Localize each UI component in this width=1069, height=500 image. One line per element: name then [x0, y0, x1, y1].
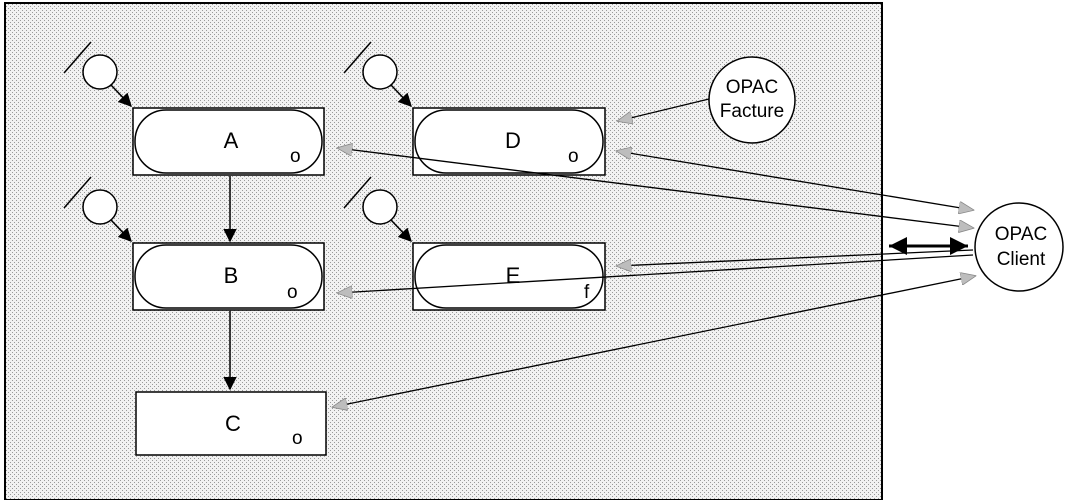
boundary-interface-arrow	[889, 237, 968, 255]
node-b-label: B	[224, 263, 239, 288]
message-facture-to-d	[618, 98, 710, 121]
node-a-label: A	[224, 128, 239, 153]
message-c-to-client	[333, 276, 975, 407]
message-e-to-client	[617, 249, 974, 266]
node-e[interactable]: E f	[412, 242, 606, 311]
start-indicator-a	[63, 41, 132, 107]
opac-facture-line1: OPAC	[726, 77, 778, 98]
node-a-marker: o	[290, 146, 301, 167]
node-e-label: E	[506, 263, 521, 288]
opac-facture-actor[interactable]: OPAC Facture	[708, 56, 796, 144]
node-d[interactable]: D o	[412, 107, 606, 176]
opac-client-line1: OPAC	[995, 224, 1047, 245]
start-indicator-d	[343, 41, 412, 107]
node-a[interactable]: A o	[132, 107, 325, 176]
start-indicator-b	[63, 176, 132, 242]
opac-client-actor[interactable]: OPAC Client	[974, 202, 1064, 292]
node-d-marker: o	[568, 146, 579, 167]
node-c-marker: o	[292, 428, 303, 449]
node-e-marker: f	[584, 282, 590, 303]
message-d-to-client	[617, 151, 973, 210]
node-c[interactable]: C o	[135, 391, 327, 456]
opac-facture-line2: Facture	[720, 101, 784, 122]
node-b[interactable]: B o	[132, 242, 325, 311]
node-d-label: D	[505, 128, 521, 153]
node-c-label: C	[225, 411, 241, 436]
node-b-marker: o	[287, 282, 298, 303]
opac-client-line2: Client	[997, 249, 1046, 270]
